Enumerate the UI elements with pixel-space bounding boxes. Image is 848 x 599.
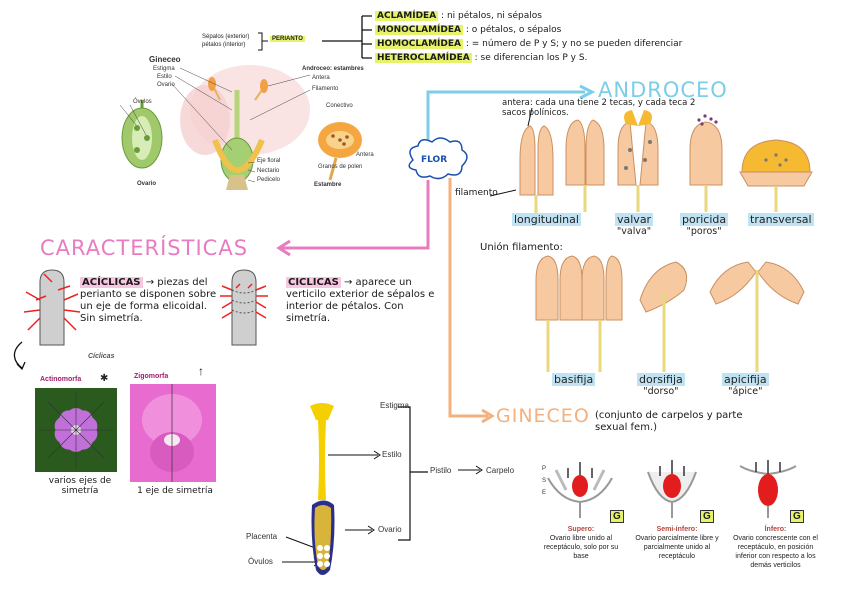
tag-infero: G: [790, 510, 804, 523]
androceo-arrow: [426, 90, 585, 150]
label-estilo: Estilo: [157, 74, 172, 80]
label-pedicelo: Pedicelo: [257, 177, 281, 183]
label-androceo-estambres: Androceo: estambres: [302, 66, 364, 72]
perianto-label: PERIANTO: [270, 36, 305, 42]
anther-basifija: [535, 255, 583, 372]
actinomorfa-label: Actinomorfa: [40, 376, 82, 383]
ciclicas-heading: Cíclicas: [88, 353, 115, 360]
label-granos-polen: Granos de polen: [318, 164, 363, 170]
label-nectario: Nectario: [257, 168, 280, 174]
antera-note: antera: cada una tiene 2 tecas, y cada t…: [502, 98, 696, 118]
caracteristicas-arrow: [282, 180, 430, 250]
definition-heteroclamidea: HETEROCLAMÍDEA : se diferencian los P y …: [375, 53, 588, 63]
pistil-estilo: Estilo: [382, 450, 402, 459]
definition-monoclamidea: MONOCLAMÍDEA : o pétalos, o sépalos: [375, 25, 562, 35]
part-label-p: P: [542, 466, 547, 472]
tag-supero: G: [610, 510, 624, 523]
label-ovulos: Óvulos: [133, 99, 152, 105]
up-arrow-icon: ↑: [198, 364, 204, 378]
dehiscence-transversal: transversal: [748, 213, 814, 226]
ciclica-receptacle: [220, 269, 268, 346]
pistil-ovulos: Óvulos: [248, 557, 273, 566]
label-eje-floral: Eje floral: [257, 158, 281, 164]
label-ovario: Ovario: [157, 82, 175, 88]
label-filamento: Filamento: [312, 86, 339, 92]
aciclicas-text: ACÍCLICAS → piezas del perianto se dispo…: [80, 277, 217, 324]
label-conectivo: Conectivo: [326, 103, 353, 109]
anther-longitudinal-2: [565, 119, 605, 212]
dehiscence-valvar: valvar"valva": [615, 213, 654, 237]
gineceo-title: GINECEO: [496, 405, 590, 427]
pistil-pistilo: Pistilo: [430, 466, 452, 475]
ciclicas-text: CICLICAS → aparece un verticilo exterior…: [286, 277, 435, 324]
part-label-e: E: [542, 490, 547, 496]
zigomorfa-label: Zigomorfa: [134, 373, 169, 380]
filamento-label: filamento: [455, 188, 498, 198]
label-estigma: Estigma: [153, 66, 175, 72]
androceo-title: ANDROCEO: [598, 78, 728, 102]
label-gineceo: Gineceo: [149, 55, 181, 64]
anther-longitudinal: [519, 125, 554, 215]
anther-transversal: [739, 139, 813, 212]
pistil-ovario: Ovario: [378, 525, 402, 534]
sepalos-label: Sépalos (exterior): [202, 34, 250, 40]
union-title: Unión filamento:: [480, 242, 563, 253]
label-ovario-bottom: Ovario: [137, 181, 157, 187]
label-estambre: Estambre: [314, 182, 342, 188]
label-antera2: Antera: [356, 152, 374, 158]
ovary-infero: [739, 460, 797, 518]
gineceo-note: (conjunto de carpelos y parte sexual fem…: [595, 410, 743, 433]
caracteristicas-title: CARACTERÍSTICAS: [40, 236, 249, 260]
pistil-carpelo: Carpelo: [486, 466, 515, 475]
dehiscence-longitudinal: longitudinal: [512, 213, 581, 226]
asterisk-icon: ✱: [100, 373, 109, 384]
part-label-s: S: [542, 478, 547, 484]
perianto-parts: Sépalos (exterior) pétalos (interior): [202, 33, 249, 49]
ovary-semi-infero: [647, 460, 697, 518]
flor-label: FLOR: [421, 155, 448, 165]
ovary-type-infero: Ínfero: Ovario concrescente con el recep…: [733, 526, 818, 569]
anther-basifija-2: [581, 255, 623, 372]
anther-valvar: [617, 110, 659, 212]
union-dorsifija: dorsifija"dorso": [637, 373, 685, 397]
definitions-list: ACLAMÍDEA : ni pétalos, ni sépalos MONOC…: [375, 9, 682, 65]
union-apicifija: apicifija"ápice": [722, 373, 769, 397]
pistil-placenta: Placenta: [246, 532, 278, 541]
pistil-estigma: Estigma: [380, 401, 409, 410]
gineceo-arrow: [448, 178, 488, 418]
anther-apicifija: [709, 261, 805, 372]
petalos-label: pétalos (interior): [202, 42, 246, 48]
ovary-supero: [547, 462, 613, 518]
ovary-type-supero: Supero: Ovario libre unido al receptácul…: [543, 526, 619, 560]
label-antera: Antera: [312, 75, 330, 81]
aciclica-receptacle: [23, 269, 81, 346]
dehiscence-poricida: poricida"poros": [680, 213, 729, 237]
tag-semi-infero: G: [700, 510, 714, 523]
actino-note: varios ejes de simetría: [48, 476, 112, 496]
zigo-note: 1 eje de simetría: [137, 486, 213, 496]
union-basifija: basifija: [552, 373, 596, 386]
ovary-type-semi-infero: Semi-ínfero: Ovario parcialmente libre y…: [635, 526, 719, 560]
anther-poricida: [689, 114, 723, 212]
definition-homoclamidea: HOMOCLAMÍDEA : = número de P y S; y no s…: [375, 39, 683, 49]
anther-dorsifija: [639, 261, 688, 372]
definition-aclamidea: ACLAMÍDEA : ni pétalos, ni sépalos: [375, 11, 542, 21]
